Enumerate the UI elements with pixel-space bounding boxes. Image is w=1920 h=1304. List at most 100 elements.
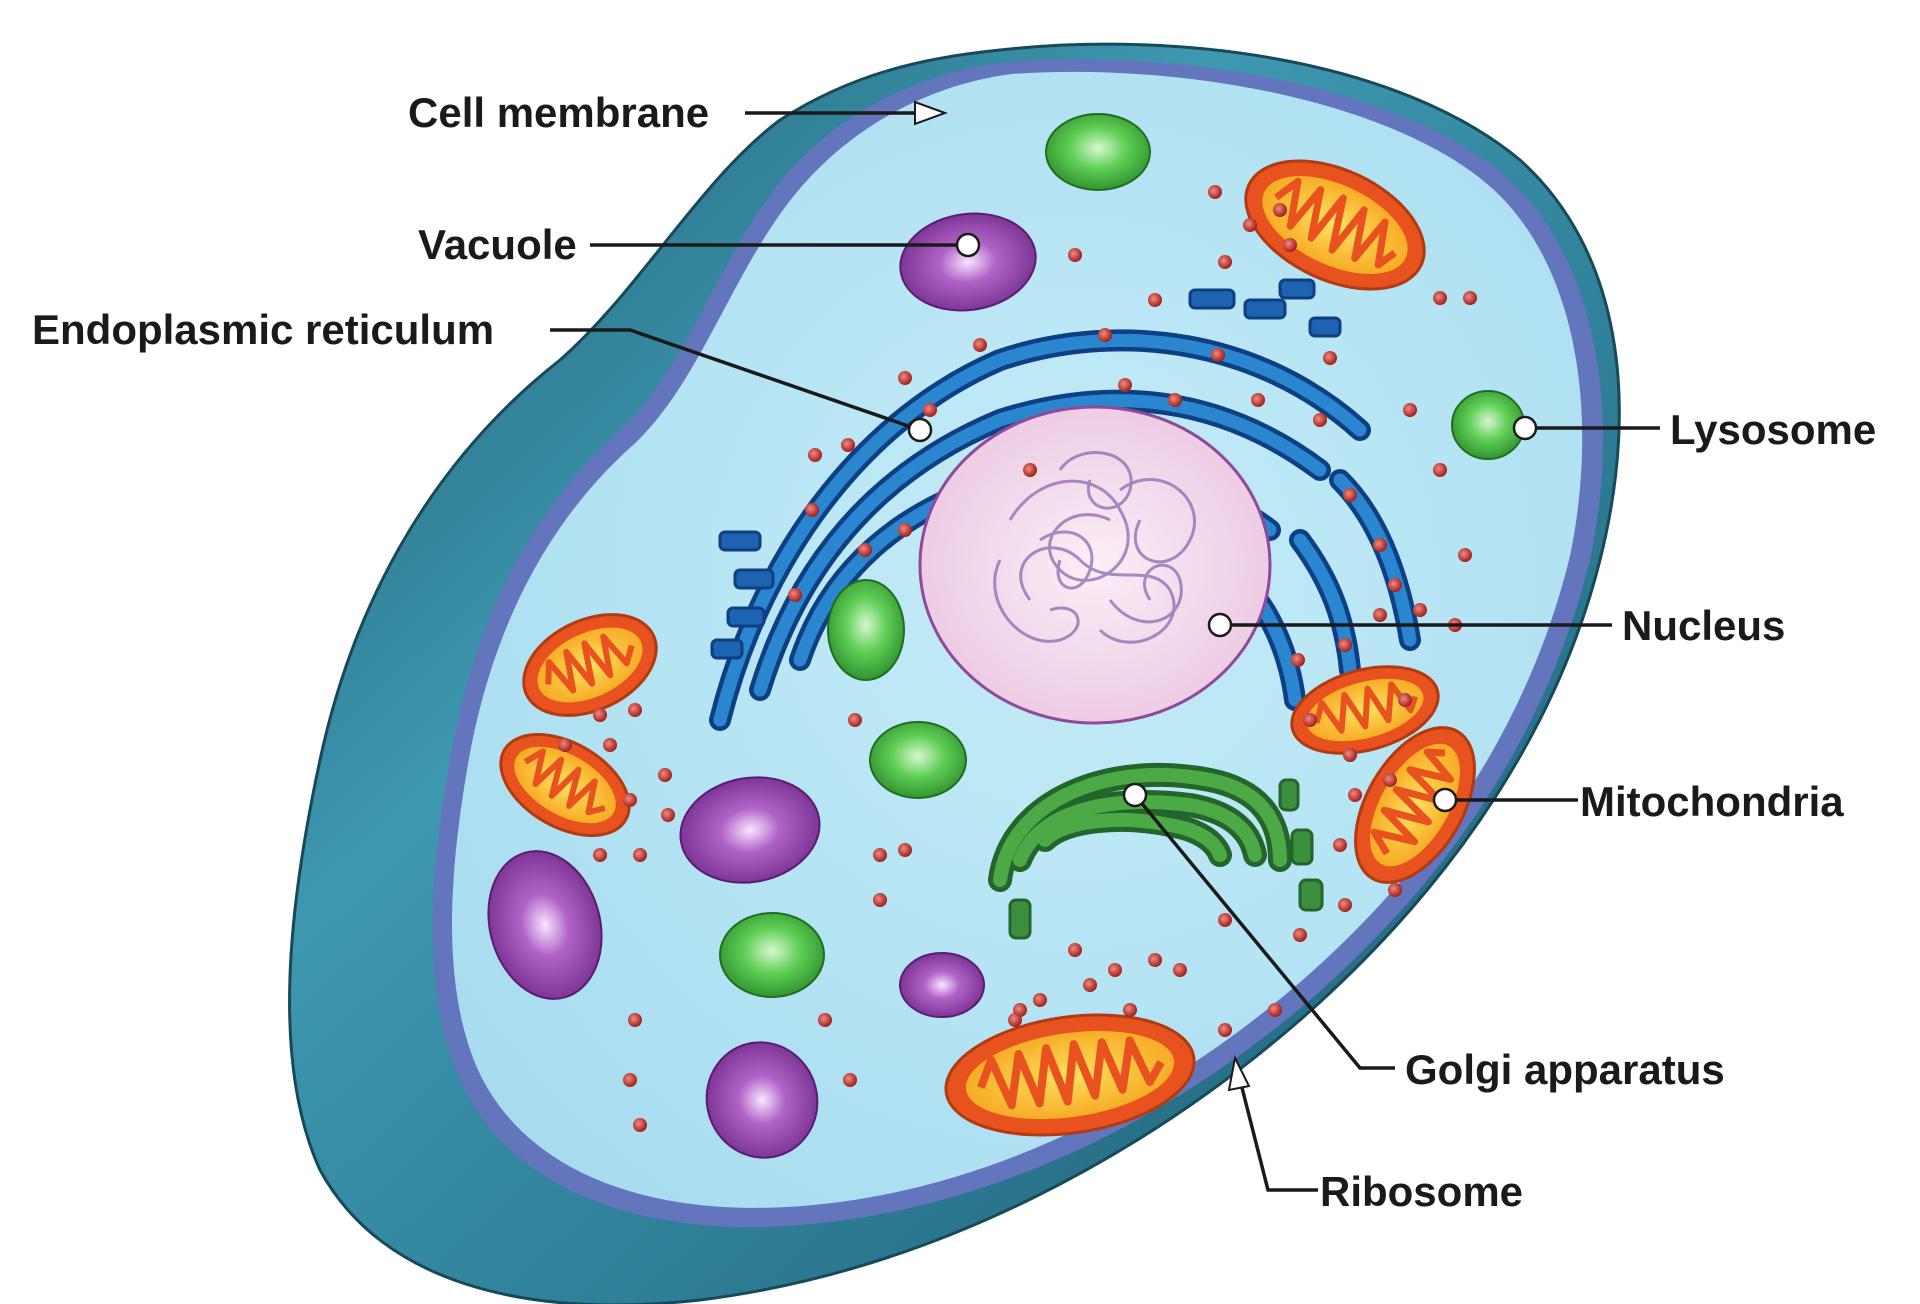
label-endoplasmic-reticulum: Endoplasmic reticulum xyxy=(32,306,494,353)
nucleus xyxy=(918,405,1272,725)
nucleus-pointer-dot xyxy=(1207,612,1233,638)
vacuole xyxy=(705,1041,819,1159)
ribosome-dot xyxy=(1303,713,1317,727)
ribosome-dot xyxy=(558,738,572,752)
golgi-apparatus xyxy=(988,762,1324,940)
ribosome-dot xyxy=(1148,953,1162,967)
ribosome-dot xyxy=(1168,393,1182,407)
ribosome-dot xyxy=(658,768,672,782)
ribosome-dot xyxy=(1218,913,1232,927)
ribosome-dot xyxy=(808,448,822,462)
ribosome-dot xyxy=(1398,693,1412,707)
vacuole xyxy=(679,776,821,884)
ribosome-dot xyxy=(1083,978,1097,992)
ribosome-dot xyxy=(1343,488,1357,502)
ribosome-dot xyxy=(1338,638,1352,652)
label-cell-membrane: Cell membrane xyxy=(408,89,709,136)
ribosome-dot xyxy=(1208,185,1222,199)
lysosome-pointer-dot xyxy=(1512,415,1538,441)
ribosome-dot xyxy=(1068,943,1082,957)
arrow-head-icon xyxy=(914,100,948,126)
mitochondrion xyxy=(944,1013,1196,1137)
ribosome-dot xyxy=(805,503,819,517)
ribosome-dot xyxy=(603,738,617,752)
vacuole xyxy=(899,212,1037,312)
ribosome-dot xyxy=(1338,898,1352,912)
ribosome-dot xyxy=(1463,291,1477,305)
ribosome-dot xyxy=(623,793,637,807)
labels: Cell membrane Vacuole Endoplasmic reticu… xyxy=(32,89,1876,1215)
ribosomes xyxy=(558,185,1477,1132)
vacuole xyxy=(899,952,985,1018)
ribosome-leader xyxy=(1236,1071,1318,1192)
ribosome-dot xyxy=(633,848,647,862)
ribosome-dot xyxy=(1291,653,1305,667)
arrow-head-icon xyxy=(1227,1054,1251,1092)
ribosome-dot xyxy=(1383,773,1397,787)
ribosome-dot xyxy=(1118,378,1132,392)
ribosome-dot xyxy=(818,1013,832,1027)
ribosome-dot xyxy=(1293,928,1307,942)
ribosome-dot xyxy=(923,403,937,417)
mitochondrion xyxy=(499,733,631,837)
ribosome-dot xyxy=(1251,393,1265,407)
ribosome-dot xyxy=(843,1073,857,1087)
chromatin xyxy=(993,451,1197,644)
ribosome-dot xyxy=(1323,351,1337,365)
label-mitochondria: Mitochondria xyxy=(1580,778,1844,825)
ribosome-dot xyxy=(841,438,855,452)
label-lysosome: Lysosome xyxy=(1670,406,1876,453)
lysosome xyxy=(869,721,967,799)
label-nucleus: Nucleus xyxy=(1622,602,1785,649)
ribosome-dot xyxy=(1123,1003,1137,1017)
vacuole xyxy=(487,850,603,1000)
ribosome-dot xyxy=(1373,538,1387,552)
ribosome-dot xyxy=(848,713,862,727)
ribosome-dot xyxy=(898,371,912,385)
ribosome-dot xyxy=(1173,963,1187,977)
ribosome-dot xyxy=(623,1073,637,1087)
ribosome-dot xyxy=(1388,883,1402,897)
lysosome xyxy=(827,579,905,681)
ribosome-dot xyxy=(1403,403,1417,417)
ribosome-dot xyxy=(788,588,802,602)
ribosome-dot xyxy=(1218,255,1232,269)
golgi-pointer-dot xyxy=(1122,782,1148,808)
ribosome-dot xyxy=(1433,291,1447,305)
lysosome xyxy=(1045,113,1151,191)
label-ribosome: Ribosome xyxy=(1320,1168,1523,1215)
lysosome xyxy=(719,912,825,998)
ribosome-dot xyxy=(1211,348,1225,362)
mitochondria-pointer-dot xyxy=(1432,787,1458,813)
ribosome-dot xyxy=(1313,413,1327,427)
ribosome-dot xyxy=(1268,1003,1282,1017)
ribosome-dot xyxy=(1433,463,1447,477)
vacuole-pointer-dot xyxy=(955,232,981,258)
mitochondrion xyxy=(1244,159,1426,291)
ribosome-dot xyxy=(1023,463,1037,477)
ribosome-dot xyxy=(858,543,872,557)
ribosome-dot xyxy=(1333,838,1347,852)
er-leader xyxy=(550,328,921,432)
ribosome-dot xyxy=(1243,218,1257,232)
ribosome-dot xyxy=(1273,203,1287,217)
label-vacuole: Vacuole xyxy=(418,221,577,268)
lysosomes xyxy=(719,113,1525,998)
ribosome-dot xyxy=(1218,1023,1232,1037)
ribosome-dot xyxy=(628,1013,642,1027)
er-pointer-dot xyxy=(907,417,933,443)
mitochondrion xyxy=(1354,726,1476,884)
ribosome-dot xyxy=(1098,328,1112,342)
mitochondria-group xyxy=(499,159,1476,1137)
ribosome-dot xyxy=(873,893,887,907)
ribosome-dot xyxy=(593,708,607,722)
ribosome-dot xyxy=(1108,963,1122,977)
leader-lines xyxy=(550,100,1660,1192)
ribosome-dot xyxy=(1343,748,1357,762)
mitochondrion xyxy=(522,613,658,717)
ribosome-dot xyxy=(1413,603,1427,617)
ribosome-dot xyxy=(628,703,642,717)
ribosome-dot xyxy=(873,848,887,862)
ribosome-dot xyxy=(898,843,912,857)
ribosome-dot xyxy=(1348,788,1362,802)
